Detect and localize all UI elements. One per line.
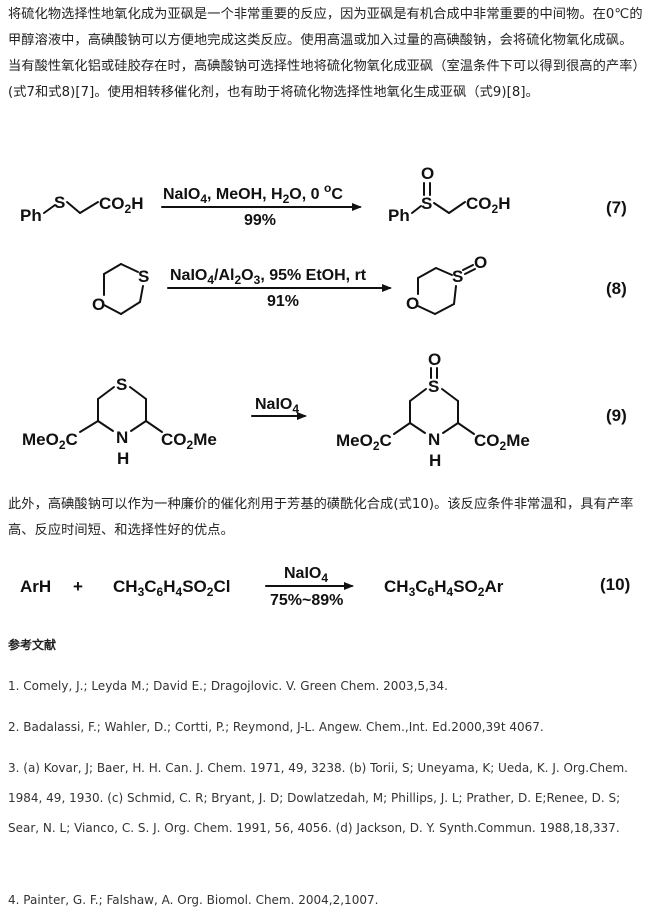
r7-condition-top: NaIO4, MeOH, H2O, 0 oC [163,181,343,206]
r8-product-s: S [452,267,463,286]
r9-product-s: S [428,377,439,396]
r9-condition-top: NaIO4 [255,396,299,416]
reaction-9: S N H MeO2C CO2Me NaIO4 O S N H MeO2C CO… [22,350,627,470]
reference-4: 4. Painter, G. F.; Falshaw, A. Org. Biom… [8,893,379,907]
r9-ester-right: CO2Me [161,430,217,452]
r9-s: S [116,375,127,394]
r10-yield: 75%~89% [270,592,343,609]
r7-ph: Ph [20,206,42,225]
r10-plus: + [73,577,83,596]
r7-product-o: O [421,165,434,183]
reference-1: 1. Comely, J.; Leyda M.; David E.; Drago… [8,679,448,693]
reaction-8: S O NaIO4/Al2O3, 95% EtOH, rt 91% S O O … [92,253,627,315]
references-title: 参考文献 [8,638,57,652]
r7-product-co2h: CO2H [466,194,510,216]
r7-s: S [54,193,65,212]
r9-number: (9) [606,406,627,425]
r9-product-o: O [428,350,441,369]
r9-h: H [117,449,129,468]
r7-co2h: CO2H [99,194,143,216]
r10-arh: ArH [20,577,51,596]
r8-product-so: O [474,253,487,272]
r9-product-ester-right: CO2Me [474,431,530,453]
r7-product-s: S [421,194,432,213]
r7-yield: 99% [244,212,276,229]
r10-number: (10) [600,575,630,594]
r8-condition-top: NaIO4/Al2O3, 95% EtOH, rt [170,267,367,287]
r9-product-ester-left: MeO2C [336,431,392,453]
r9-product-h: H [429,451,441,470]
r8-o: O [92,295,105,314]
reference-3: 3. (a) Kovar, J; Baer, H. H. Can. J. Che… [8,761,628,835]
r9-ester-left: MeO2C [22,430,78,452]
r9-n: N [116,428,128,447]
r10-reactant2: CH3C6H4SO2Cl [113,577,230,599]
reaction-10: ArH + CH3C6H4SO2Cl NaIO4 75%~89% CH3C6H4… [20,565,630,609]
second-paragraph: 此外，高碘酸钠可以作为一种廉价的催化剂用于芳基的磺酰化合成(式10)。该反应条件… [8,497,634,538]
intro-paragraph: 将硫化物选择性地氧化成为亚砜是一个非常重要的反应，因为亚砜是有机合成中非常重要的… [8,7,643,100]
r8-product-o: O [406,294,419,313]
r9-product-n: N [428,430,440,449]
r7-product-ph: Ph [388,206,410,225]
r8-number: (8) [606,279,627,298]
r8-yield: 91% [267,293,299,310]
r8-s: S [138,267,149,286]
r7-number: (7) [606,198,627,217]
r10-product: CH3C6H4SO2Ar [384,577,504,599]
reaction-7: Ph S CO2H NaIO4, MeOH, H2O, 0 oC 99% O P… [20,165,627,229]
reference-2: 2. Badalassi, F.; Wahler, D.; Cortti, P.… [8,720,544,734]
r10-condition-top: NaIO4 [284,565,328,585]
